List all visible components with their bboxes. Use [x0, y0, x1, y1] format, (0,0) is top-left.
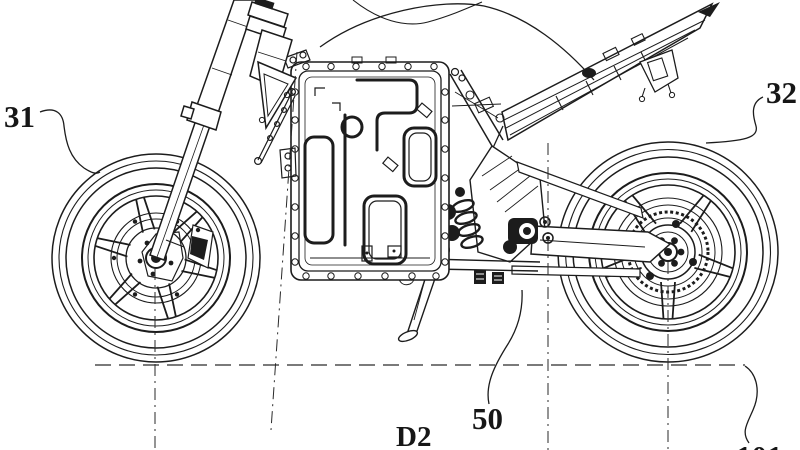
reference-numerals: 31 32 50 D2 101: [4, 75, 797, 450]
label-50: 50: [472, 401, 503, 436]
steering-damper: [254, 87, 297, 166]
label-31: 31: [4, 99, 35, 134]
front-wheel: [51, 153, 261, 363]
leader-32: [705, 96, 764, 144]
steering-stem: [245, 0, 298, 131]
leader-101: [744, 365, 758, 444]
label-32: 32: [766, 75, 797, 110]
leader-lines: [39, 96, 764, 444]
front-hub-plate: [141, 231, 184, 282]
label-D2: D2: [396, 421, 431, 450]
front-brake-caliper: [187, 224, 214, 269]
case-bolts: [291, 62, 449, 280]
chain-bottom: [511, 265, 641, 278]
tail-bracket: [639, 49, 679, 93]
leader-31: [39, 109, 101, 174]
leader-50: [487, 289, 523, 405]
cables: [319, 0, 595, 81]
tail-tip: [698, 2, 720, 17]
motor-unit: [503, 216, 554, 254]
case-details: [310, 87, 433, 262]
reference-lines: [95, 51, 745, 450]
tail-subframe: [491, 2, 720, 151]
front-fork: [149, 0, 298, 261]
case-ribs: [303, 78, 438, 266]
foot-brackets: [474, 270, 504, 284]
front-reference-line: [270, 51, 298, 431]
label-101: 101: [736, 439, 783, 450]
battery-case: [279, 49, 466, 281]
